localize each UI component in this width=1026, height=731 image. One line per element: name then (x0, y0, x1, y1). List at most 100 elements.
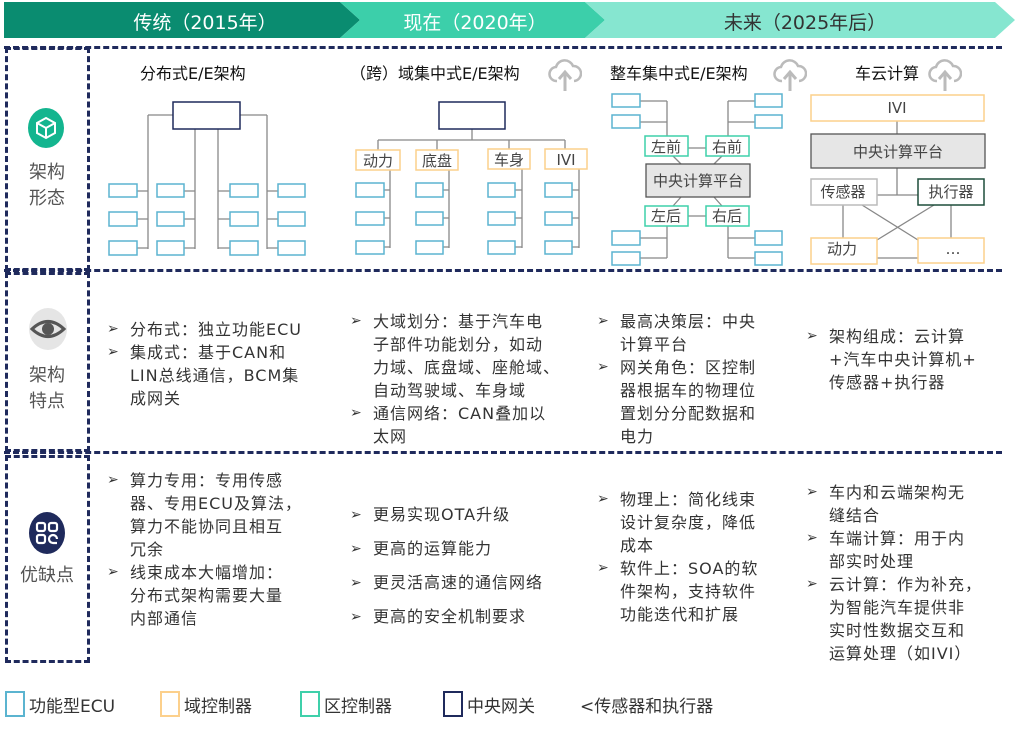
arrow-bullet-icon: ➢ (107, 564, 120, 580)
legend-swatch (443, 691, 463, 717)
legend-swatch (5, 691, 25, 717)
features-zonal: ➢最高决策层：中央 计算平台 ➢网关角色：区控制 器根据车的物理位 置划分分配数… (597, 310, 797, 448)
row-label-pros-cons: 优缺点 (20, 565, 74, 586)
pros-cons-distributed: ➢算力专用：专用传感 器、专用ECU及算法， 算力不能协同且相互 冗余 ➢线束成… (107, 469, 337, 630)
zone-controller-front-left (644, 135, 689, 157)
legend-domain-controller: 域控制器 (160, 690, 252, 718)
divider-row2 (4, 451, 1002, 454)
architecture-diagrams: 动力 底盘 车身 IVI (108, 93, 986, 266)
vehicle-cloud-diagram: IVI 中央计算平台 传感器 执行器 动力 … (810, 94, 986, 265)
bullet-item: ➢云计算：作为补充， 为智能汽车提供非 实时性数据交互和 运算处理（如IVI） (806, 575, 983, 663)
arrow-bullet-icon: ➢ (597, 313, 610, 329)
zonal-diagram: 左前 右前 左后 右后 中央计算平台 (611, 93, 783, 266)
bullet-item: ➢更灵活高速的通信网络 (350, 566, 595, 600)
divider-row1 (4, 269, 1002, 272)
timeline-header (4, 2, 1015, 38)
cube-icon (28, 108, 64, 148)
central-platform-label: 中央计算平台 (653, 172, 743, 190)
bullet-item: ➢分布式：独立功能ECU (107, 320, 302, 339)
bullet-item: ➢集成式：基于CAN和 LIN总线通信，BCM集 成网关 (107, 343, 300, 408)
bullet-item: ➢车端计算：用于内 部实时处理 (806, 529, 966, 571)
column-title-vehicle-cloud: 车云计算 (855, 64, 920, 83)
legend-swatch (160, 691, 180, 717)
ivi-label: IVI (887, 99, 906, 117)
column-title-vehicle-centralized: 整车集中式E/E架构 (610, 64, 748, 83)
central-platform-label: 中央计算平台 (853, 143, 943, 161)
row-label-architecture-form: 架构 形态 (29, 162, 65, 209)
arrow-bullet-icon: ➢ (806, 484, 819, 500)
eye-icon (29, 308, 67, 350)
stage-current-label: 现在（2020年） (403, 12, 547, 34)
zone-label: 右前 (712, 138, 742, 156)
bullet-item: ➢软件上：SOA的软 件架构，支持软件 功能迭代和扩展 (597, 559, 759, 624)
arrow-bullet-icon: ➢ (350, 507, 363, 523)
bullet-item: ➢更高的安全机制要求 (350, 600, 595, 634)
pros-cons-domain: ➢更易实现OTA升级 ➢更高的运算能力 ➢更灵活高速的通信网络 ➢更高的安全机制… (350, 498, 595, 634)
zone-label: 左前 (651, 138, 681, 156)
bullet-item: ➢物理上：简化线束 设计复杂度，降低 成本 (597, 490, 757, 555)
features-domain: ➢大域划分：基于汽车电 子部件功能划分，如动 力域、底盘域、座舱域、 自动驾驶域… (350, 310, 595, 448)
stage-future-arrow (585, 2, 1015, 38)
central-computing-platform (645, 163, 751, 198)
arrow-bullet-icon: ➢ (806, 328, 819, 344)
pros-cons-cloud: ➢车内和云端架构无 缝结合 ➢车端计算：用于内 部实时处理 ➢云计算：作为补充，… (806, 481, 1021, 665)
ecu-boxes (611, 93, 783, 266)
ecu-boxes (108, 183, 306, 256)
arrow-bullet-icon: ➢ (350, 575, 363, 591)
row-label-cell-1 (5, 47, 90, 271)
bullet-item: ➢车内和云端架构无 缝结合 (806, 483, 966, 525)
bullet-item: ➢网关角色：区控制 器根据车的物理位 置划分分配数据和 电力 (597, 358, 757, 446)
arrow-bullet-icon: ➢ (107, 321, 120, 337)
distributed-diagram (108, 101, 306, 256)
cloud-upload-icon (548, 59, 582, 91)
domain-controller-chassis (415, 149, 459, 171)
bullet-item: ➢大域划分：基于汽车电 子部件功能划分，如动 力域、底盘域、座舱域、 自动驾驶域… (350, 312, 561, 400)
arrow-bullet-icon: ➢ (107, 472, 120, 488)
arrow-bullet-icon: ➢ (597, 560, 610, 576)
central-computing-platform (810, 133, 986, 169)
ecu-boxes (355, 182, 573, 255)
legend-central-gateway: 中央网关 (443, 690, 535, 718)
power-label: 动力 (827, 240, 857, 258)
zone-controller-rear-left (644, 205, 689, 227)
bullet-item: ➢通信网络：CAN叠加以 太网 (350, 404, 547, 446)
row-label-cell-2 (5, 272, 90, 452)
row-label-architecture-features: 架构 特点 (29, 365, 65, 412)
arrow-bullet-icon: ➢ (806, 576, 819, 592)
central-gateway-box (438, 101, 506, 130)
sensor-label: 传感器 (820, 183, 865, 201)
central-gateway-box (172, 101, 241, 130)
domain-label: 动力 (363, 152, 393, 170)
stage-traditional-arrow (4, 2, 360, 38)
arrow-bullet-icon: ➢ (107, 344, 120, 360)
bullet-item: ➢更易实现OTA升级 (350, 498, 595, 532)
ivi-box (810, 94, 985, 122)
domain-label: 底盘 (422, 152, 452, 170)
arrow-bullet-icon: ➢ (350, 405, 363, 421)
legend-sensors-actuators: <传感器和执行器 (580, 696, 714, 717)
arrow-bullet-icon: ➢ (597, 491, 610, 507)
zone-label: 右后 (712, 207, 742, 225)
arrow-bullet-icon: ➢ (350, 313, 363, 329)
bullet-item: ➢算力专用：专用传感 器、专用ECU及算法， 算力不能协同且相互 冗余 (107, 471, 302, 559)
domain-controller-power (355, 149, 401, 171)
column-title-domain-centralized: （跨）域集中式E/E架构 (350, 64, 520, 83)
legend-ecu: 功能型ECU (5, 690, 115, 718)
row-label-cell-3 (5, 455, 90, 663)
bullet-item: ➢线束成本大幅增加： 分布式架构需要大量 内部通信 (107, 563, 284, 628)
actuator-label: 执行器 (928, 183, 973, 201)
more-label: … (946, 240, 961, 258)
more-box (917, 237, 985, 264)
legend-zone-controller: 区控制器 (300, 690, 392, 718)
bullet-item: ➢最高决策层：中央 计算平台 (597, 312, 757, 354)
stage-current-arrow (340, 2, 605, 38)
bullet-item: ➢架构组成：云计算 +汽车中央计算机+ 传感器+执行器 (806, 327, 977, 392)
zone-controller-front-right (705, 135, 750, 157)
stage-traditional-label: 传统（2015年） (133, 12, 277, 34)
features-cloud: ➢架构组成：云计算 +汽车中央计算机+ 传感器+执行器 (806, 325, 1016, 394)
domain-controller-body (487, 148, 531, 170)
arrow-bullet-icon: ➢ (806, 530, 819, 546)
domain-controller-ivi (544, 148, 588, 170)
arrow-bullet-icon: ➢ (350, 609, 363, 625)
